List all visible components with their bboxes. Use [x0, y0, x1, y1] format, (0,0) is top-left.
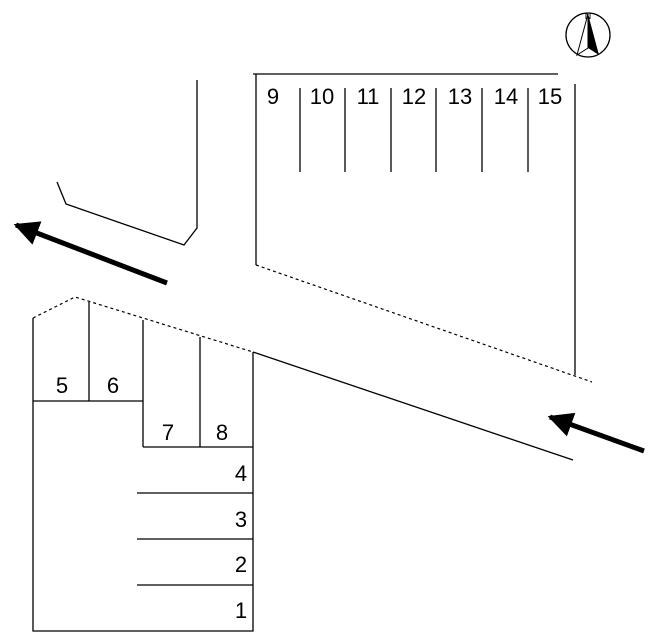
lot-12: 12 [402, 84, 426, 109]
road-edge-upper [56, 80, 198, 246]
lot-2: 2 [235, 552, 247, 577]
lot-1: 1 [235, 598, 247, 623]
arrow-left-icon [547, 412, 645, 454]
compass-letter: N [585, 12, 592, 22]
lot-9: 9 [267, 84, 279, 109]
lot-10: 10 [310, 84, 334, 109]
lower-lot-labels: 5 6 7 8 4 3 2 1 [56, 373, 247, 623]
lot-3: 3 [235, 507, 247, 532]
top-lot-labels: 9 10 11 12 13 14 15 [267, 84, 562, 109]
lot-7: 7 [162, 420, 174, 445]
north-arrow-icon: N [565, 12, 611, 58]
lot-14: 14 [494, 84, 518, 109]
lot-6: 6 [107, 373, 119, 398]
lot-13: 13 [448, 84, 472, 109]
lower-lot-outline [32, 296, 254, 632]
lot-8: 8 [216, 420, 228, 445]
lot-5: 5 [56, 373, 68, 398]
road-edge-lower [252, 351, 574, 461]
lot-4: 4 [235, 461, 247, 486]
lot-15: 15 [538, 84, 562, 109]
arrow-left-icon [13, 221, 168, 286]
lot-11: 11 [357, 84, 380, 109]
top-lot-outline [253, 73, 593, 383]
